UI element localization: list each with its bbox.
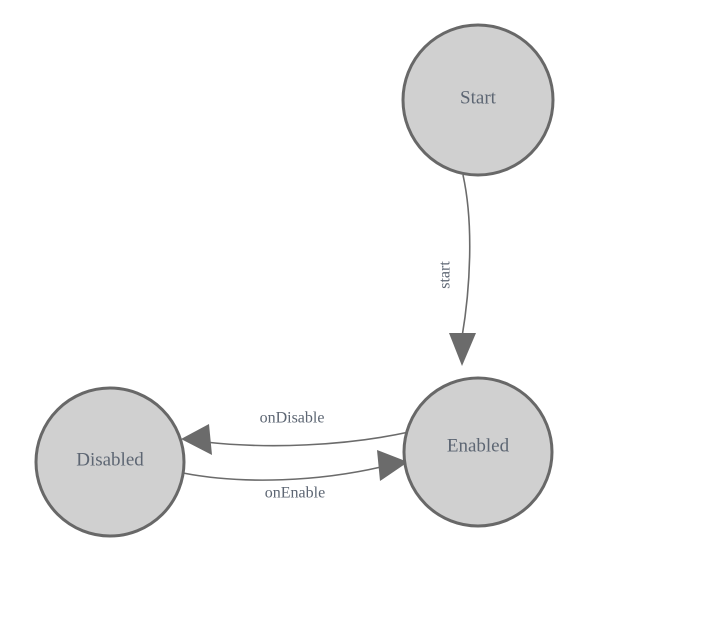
node-start-label: Start [460,87,497,108]
node-enabled-circle [402,376,554,528]
edge-enabled-to-disabled-path [204,431,410,447]
edge-disabled-to-enabled-arrowhead [377,450,408,481]
edge-disabled-to-enabled[interactable]: onEnable [182,450,408,502]
edge-enabled-to-disabled[interactable]: onDisable [181,410,410,455]
edge-enabled-to-disabled-arrowhead [181,424,212,455]
node-enabled-label: Enabled [447,435,510,456]
edge-start-to-enabled-arrowhead [449,333,476,366]
node-disabled-circle [34,386,186,538]
node-disabled-label: Disabled [76,449,144,470]
edge-start-to-enabled[interactable]: start [437,174,476,366]
edge-disabled-to-enabled-label: onEnable [265,485,325,502]
node-start[interactable]: Start [401,23,555,177]
edge-start-to-enabled-path [461,174,471,338]
edge-start-to-enabled-label: start [437,261,454,289]
edge-enabled-to-disabled-label: onDisable [260,410,325,427]
edge-disabled-to-enabled-path [182,466,382,481]
node-disabled[interactable]: Disabled [34,386,186,538]
node-start-circle [401,23,555,177]
node-enabled[interactable]: Enabled [402,376,554,528]
